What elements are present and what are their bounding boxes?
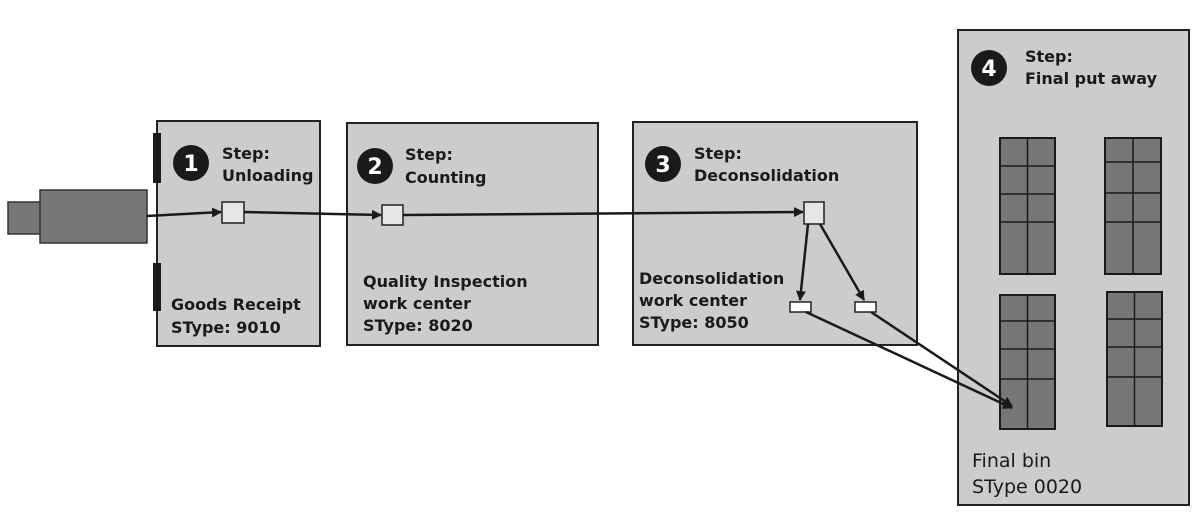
- flow-arrows: [146, 207, 1013, 410]
- area-line1-3: Deconsolidation: [639, 269, 784, 288]
- door-top: [153, 133, 161, 183]
- arrow-deconsolidation-to-split-left: [795, 223, 810, 301]
- area-line1-1: Goods Receipt: [171, 295, 301, 314]
- step-label-1: Step:: [222, 144, 270, 163]
- area-line3-3: SType: 8050: [639, 313, 749, 332]
- marker-deconsolidation: [803, 201, 825, 225]
- marker-split-left: [789, 301, 812, 313]
- arrow-truck-to-unloading: [146, 207, 222, 218]
- arrow-split-left-to-final-bin: [805, 310, 1013, 410]
- arrow-counting-to-deconsolidation: [402, 207, 804, 218]
- area-line2-3: work center: [639, 291, 747, 310]
- step-box-deconsolidation: 3 Step: Deconsolidation Deconsolidation …: [632, 121, 918, 346]
- door-bottom: [153, 263, 161, 311]
- step-name-2: Counting: [405, 168, 487, 187]
- step-label-4: Step:: [1025, 47, 1073, 66]
- step-number-4: 4: [981, 57, 996, 82]
- arrow-split-right-to-final-bin: [870, 310, 1013, 408]
- step-number-3: 3: [655, 153, 670, 178]
- arrow-unloading-to-counting: [243, 209, 382, 220]
- step-label-2: Step:: [405, 145, 453, 164]
- marker-split-right: [854, 301, 877, 313]
- storage-rack-bottom-left: [999, 294, 1056, 430]
- step-badge-1: [173, 145, 209, 181]
- step-badge-3: [645, 146, 681, 182]
- step-label-3: Step:: [694, 144, 742, 163]
- step-box-final-put-away: 4 Step: Final put away Final bin SType 0…: [957, 29, 1190, 506]
- storage-rack-bottom-right: [1106, 291, 1163, 427]
- storage-rack-top-left: [999, 137, 1056, 275]
- storage-rack-top-right: [1104, 137, 1162, 275]
- step-name-1: Unloading: [222, 166, 313, 185]
- arrow-deconsolidation-to-split-right: [818, 223, 866, 301]
- area-line1-4: Final bin: [972, 450, 1051, 472]
- area-line2-2: work center: [363, 294, 471, 313]
- step-number-2: 2: [367, 155, 382, 180]
- step-name-3: Deconsolidation: [694, 166, 839, 185]
- marker-counting: [381, 204, 404, 226]
- step-box-unloading: 1 Step: Unloading Goods Receipt SType: 9…: [153, 120, 321, 347]
- step-number-1: 1: [183, 152, 198, 177]
- step-box-counting: 2 Step: Counting Quality Inspection work…: [346, 122, 599, 346]
- area-line2-1: SType: 9010: [171, 318, 281, 337]
- step-badge-2: [357, 148, 393, 184]
- marker-unloading: [221, 201, 245, 224]
- area-line3-2: SType: 8020: [363, 316, 473, 335]
- step-badge-4: [971, 50, 1007, 86]
- area-line1-2: Quality Inspection: [363, 272, 528, 291]
- step-name-4: Final put away: [1025, 69, 1158, 88]
- truck-icon: [7, 189, 148, 244]
- area-line2-4: SType 0020: [972, 476, 1082, 498]
